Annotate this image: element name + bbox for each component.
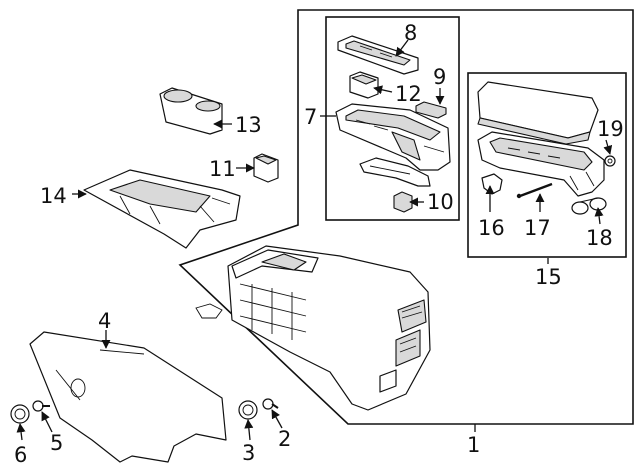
- callout-12: 12: [395, 82, 422, 106]
- callout-16: 16: [478, 216, 505, 240]
- callout-10: 10: [427, 190, 454, 214]
- callout-9: 9: [433, 65, 446, 89]
- part-17-pin: [516, 182, 553, 199]
- part-8-trim-panel: [337, 35, 419, 75]
- part-11-switch-block: [253, 153, 279, 183]
- part-5-screw: [32, 400, 50, 412]
- part-4-side-panel: [29, 331, 227, 463]
- callout-6: 6: [14, 443, 27, 467]
- part-2-screw: [262, 398, 279, 410]
- callout-15: 15: [535, 265, 562, 289]
- part-19-nut: [604, 155, 616, 167]
- callout-7: 7: [304, 105, 317, 129]
- callout-17: 17: [524, 216, 551, 240]
- callout-18: 18: [586, 226, 613, 250]
- part-6-cap: [10, 404, 30, 424]
- callout-11: 11: [209, 157, 236, 181]
- callout-2: 2: [278, 427, 291, 451]
- leader-lines: [16, 39, 613, 441]
- part-1-console-body: [195, 245, 431, 411]
- part-3-cap: [238, 400, 258, 420]
- callout-14: 14: [40, 184, 67, 208]
- group-box-7: [325, 16, 460, 221]
- part-15-armrest-lid: [477, 81, 599, 145]
- callout-5: 5: [50, 431, 63, 455]
- part-13-cup-holder: [159, 87, 223, 135]
- assembly-frame-1: [178, 9, 634, 425]
- group-box-15: [467, 72, 627, 258]
- callout-4: 4: [98, 309, 111, 333]
- part-18-bushing: [571, 197, 607, 215]
- callout-13: 13: [235, 113, 262, 137]
- part-10-trim: [359, 157, 431, 213]
- part-armrest-base: [477, 131, 605, 197]
- part-9-pad: [415, 101, 447, 119]
- callout-1: 1: [467, 433, 480, 457]
- callout-3: 3: [242, 441, 255, 465]
- part-14-lower-tray: [83, 169, 241, 249]
- part-12-switch: [349, 71, 379, 99]
- callout-19: 19: [597, 117, 624, 141]
- part-16-latch: [481, 173, 503, 195]
- part-7-upper-panel: [335, 103, 451, 171]
- callout-8: 8: [404, 21, 417, 45]
